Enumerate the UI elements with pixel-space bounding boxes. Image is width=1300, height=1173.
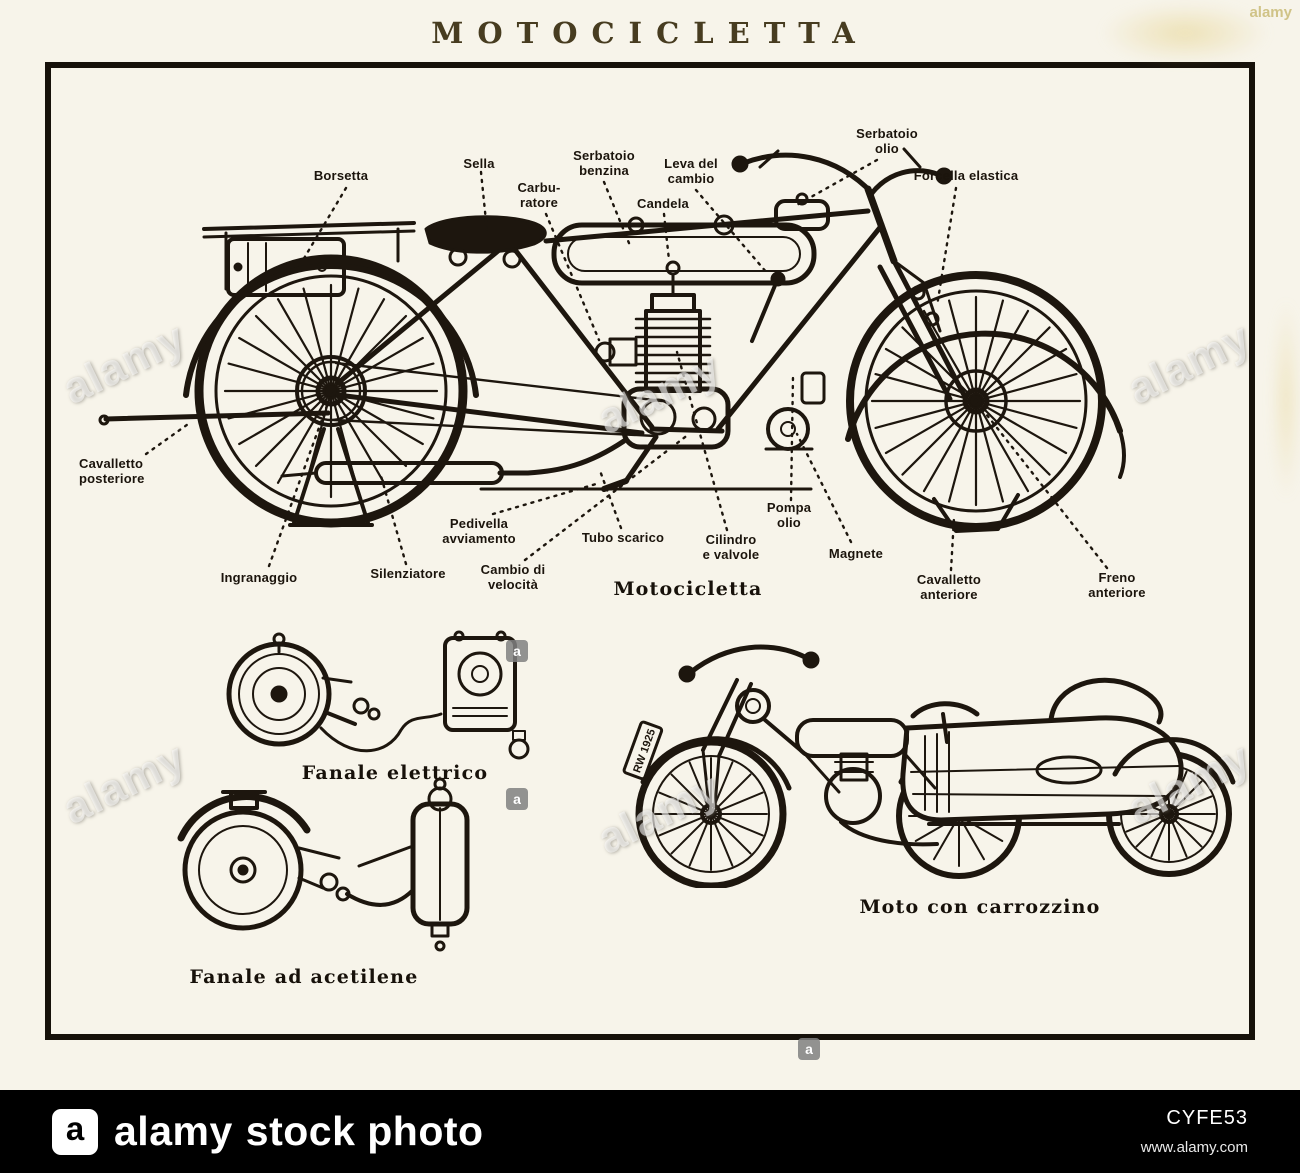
sidecar-fender: [1112, 737, 1236, 785]
carbide-tank: [357, 777, 470, 952]
label-serbatoio-olio: Serbatoio olio: [856, 126, 918, 157]
small-bulb: [508, 730, 530, 760]
dynamo-unit: [443, 630, 517, 732]
sidecar-motorcycle-figure: RW 1925: [622, 644, 1236, 888]
label-cavalletto-posteriore: Cavalletto posteriore: [79, 456, 145, 487]
label-cilindro-e-valvole: Cilindro e valvole: [702, 532, 760, 563]
alamy-tagline: stock photo: [245, 1108, 484, 1154]
label-cambio-di-velocita: Cambio di velocità: [480, 562, 546, 593]
lamp-bracket: [297, 846, 415, 907]
scan-stain: [1272, 300, 1300, 500]
page-title: MOTOCICLETTA: [431, 16, 869, 50]
alamy-mini-badge: a: [506, 640, 528, 662]
alamy-mini-badge: a: [798, 1038, 820, 1060]
exhaust: [839, 820, 939, 847]
rear-wheel: [194, 254, 468, 528]
label-freno-anteriore: Freno anteriore: [1088, 570, 1146, 601]
frame-tubes: [335, 208, 885, 436]
label-borsetta: Borsetta: [313, 168, 369, 183]
magneto: [766, 407, 810, 451]
alamy-mini-badge: a: [506, 788, 528, 810]
image-id: CYFE53: [1166, 1107, 1248, 1129]
label-forcella-elastica: Forcella elastica: [913, 168, 1019, 183]
sidecar-caption: Moto con carrozzino: [859, 896, 1101, 918]
sidecar-backrest: [1048, 677, 1164, 725]
label-leva-del-cambio: Leva del cambio: [664, 156, 718, 187]
plate-frame: Borsetta Sella Carbu- ratore Serbatoio b…: [45, 62, 1255, 1040]
label-ingranaggio: Ingranaggio: [220, 570, 298, 585]
electric-headlamp-figure: [226, 630, 530, 760]
alamy-footer-bar: a alamy stock photo CYFE53 www.alamy.com: [0, 1090, 1300, 1173]
label-candela: Candela: [637, 196, 689, 211]
label-pedivella-avviamento: Pedivella avviamento: [442, 516, 516, 547]
sidecar-body: [900, 677, 1236, 826]
electric-lamp: [226, 632, 381, 747]
label-silenziatore: Silenziatore: [370, 566, 446, 581]
spark-plug: [665, 260, 681, 276]
engine-and-tank: [763, 718, 939, 847]
label-cavalletto-anteriore: Cavalletto anteriore: [916, 572, 982, 603]
alamy-wordmark: alamy stock photo: [114, 1108, 484, 1155]
saddle: [910, 701, 980, 744]
main-figure-caption: Motocicletta: [613, 578, 763, 600]
front-fender: [640, 736, 792, 791]
label-tubo-scarico: Tubo scarico: [581, 530, 665, 545]
front-wheel-spokes: [654, 757, 768, 871]
acetylene-lamp-caption: Fanale ad acetilene: [189, 966, 419, 988]
lamp-wire: [319, 712, 443, 753]
alamy-url: www.alamy.com: [1140, 1139, 1248, 1156]
acetylene-headlamp-figure: [177, 777, 470, 952]
label-sella: Sella: [463, 156, 495, 171]
handlebar-fork: [678, 644, 820, 808]
corner-watermark: alamy: [1249, 4, 1292, 21]
acetylene-lamp: [177, 790, 311, 931]
headlamp: [735, 688, 771, 724]
oil-pump: [800, 371, 826, 405]
label-carburatore: Carbu- ratore: [517, 180, 561, 211]
label-serbatoio-benzina: Serbatoio benzina: [573, 148, 635, 179]
label-pompa-olio: Pompa olio: [766, 500, 812, 531]
alamy-logo: a: [52, 1108, 98, 1155]
label-magnete: Magnete: [828, 546, 884, 561]
front-wheel: [635, 738, 787, 888]
alamy-brand-text: alamy: [114, 1108, 233, 1154]
sidecar-emblem: [1035, 755, 1103, 785]
front-fender: [845, 330, 1126, 479]
footer-meta: CYFE53 www.alamy.com: [1141, 1107, 1248, 1156]
front-wheel: [846, 271, 1106, 531]
carburetor: [608, 337, 638, 367]
